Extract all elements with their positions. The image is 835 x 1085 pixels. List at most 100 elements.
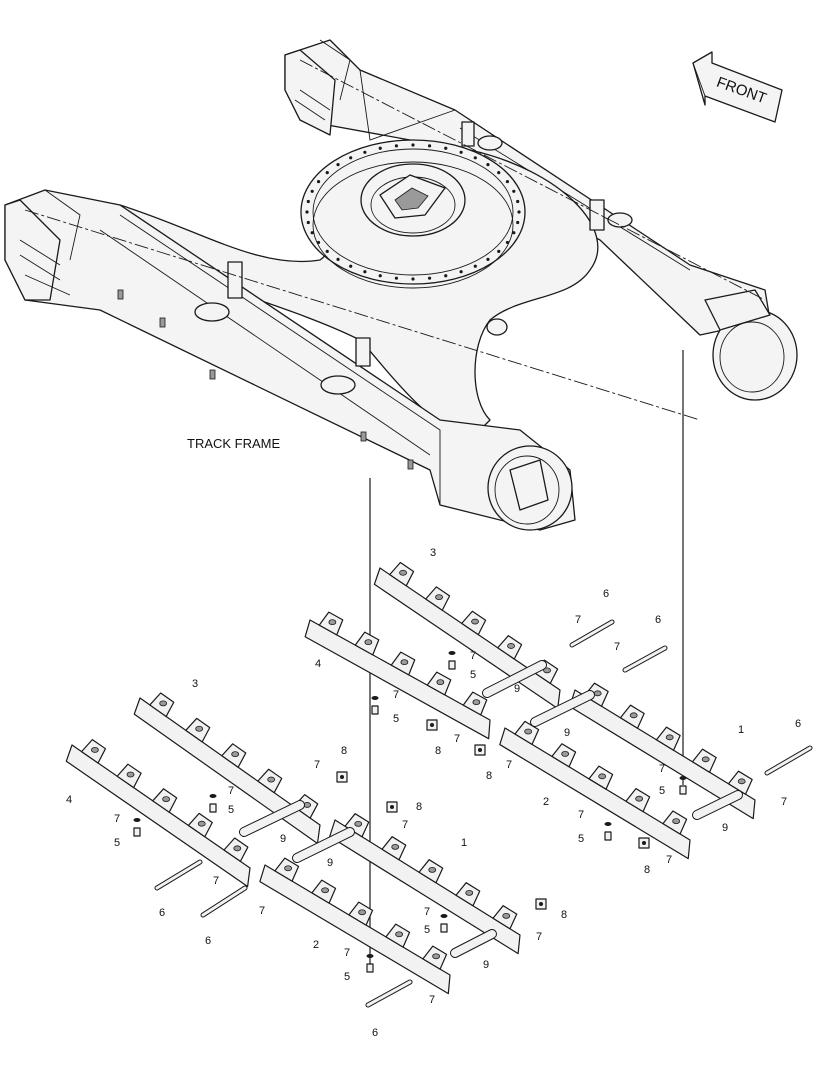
guard-2-front-lug-hole bbox=[395, 931, 403, 938]
bolt-5 bbox=[209, 803, 217, 813]
callout-5: 5 bbox=[578, 833, 584, 845]
callout-7: 7 bbox=[344, 947, 350, 959]
callout-9: 9 bbox=[483, 959, 489, 971]
guard-3-rear-lug-hole bbox=[471, 618, 479, 625]
bearing-bolt-hole bbox=[336, 257, 340, 261]
callout-8: 8 bbox=[644, 864, 650, 876]
callout-3: 3 bbox=[430, 547, 436, 559]
plate-8-hole bbox=[430, 723, 434, 727]
guard-2-front bbox=[259, 857, 451, 995]
guard-2-rear-lug-hole bbox=[524, 728, 533, 735]
guard-2-rear-lug-hole bbox=[635, 795, 644, 802]
callout-6: 6 bbox=[603, 588, 609, 600]
callout-6: 6 bbox=[159, 907, 165, 919]
guard-3-rear-lug-hole bbox=[399, 569, 407, 576]
bearing-bolt-hole bbox=[310, 231, 314, 235]
bolt-5 bbox=[366, 963, 374, 973]
bolt-5 bbox=[679, 785, 687, 795]
guard-4-front-lug-hole bbox=[126, 771, 135, 778]
callout-7: 7 bbox=[429, 994, 435, 1006]
bearing-bolt-hole bbox=[512, 231, 516, 235]
washer-7 bbox=[209, 794, 217, 798]
plate-8-hole bbox=[390, 805, 394, 809]
bolt-5 bbox=[440, 923, 448, 933]
guard-4-rear-lug-hole bbox=[328, 619, 337, 626]
guard-1-rear-lug-hole bbox=[701, 756, 710, 763]
pin-9-body bbox=[240, 801, 304, 836]
callout-1: 1 bbox=[461, 837, 467, 849]
guard-4-front-lug-hole bbox=[233, 845, 242, 852]
guard-4-rear-lug-hole bbox=[400, 659, 409, 666]
guard-4-front-lug-hole bbox=[197, 820, 206, 827]
guard-4-front bbox=[65, 738, 251, 888]
bearing-bolt-hole bbox=[310, 189, 314, 193]
bearing-bolt-hole bbox=[411, 143, 415, 147]
bearing-bolt-hole bbox=[316, 240, 321, 245]
callout-7: 7 bbox=[259, 905, 265, 917]
callout-5: 5 bbox=[424, 924, 430, 936]
callout-7: 7 bbox=[578, 809, 584, 821]
callout-6: 6 bbox=[795, 718, 801, 730]
callout-5: 5 bbox=[228, 804, 234, 816]
bearing-bolt-hole bbox=[306, 199, 310, 204]
bolt-5 bbox=[604, 831, 612, 841]
bearing-bolt-hole bbox=[378, 274, 382, 278]
guard-1-front-lug-hole bbox=[465, 889, 474, 896]
bearing-bolt-hole bbox=[427, 144, 432, 148]
guard-2-rear-lug-hole bbox=[561, 751, 570, 757]
guard-2-rear-lug-hole bbox=[598, 773, 607, 780]
guard-3-rear bbox=[373, 561, 561, 710]
callout-7: 7 bbox=[470, 650, 476, 662]
bearing-bolt-hole bbox=[486, 257, 490, 261]
callout-7: 7 bbox=[213, 875, 219, 887]
guard-2-front-lug-hole bbox=[284, 865, 292, 872]
callout-5: 5 bbox=[344, 971, 350, 983]
guard-1-front-lug-hole bbox=[502, 912, 511, 919]
pin-9-body bbox=[293, 828, 354, 862]
bearing-bolt-hole bbox=[505, 240, 510, 245]
callout-5: 5 bbox=[470, 669, 476, 681]
guard-4-front-lug-hole bbox=[162, 796, 171, 802]
callout-4: 4 bbox=[66, 794, 72, 806]
washer-7 bbox=[440, 914, 448, 918]
callout-7: 7 bbox=[666, 854, 672, 866]
callout-9: 9 bbox=[564, 727, 570, 739]
guard-4-rear-lug-hole bbox=[364, 639, 373, 646]
callout-7: 7 bbox=[454, 733, 460, 745]
guard-2-front-lug-hole bbox=[432, 953, 440, 960]
long-bolt-6-body bbox=[623, 646, 667, 672]
long-bolt-6-body bbox=[155, 860, 202, 890]
callout-7: 7 bbox=[781, 796, 787, 808]
callout-5: 5 bbox=[393, 713, 399, 725]
long-bolt-6-body bbox=[570, 620, 614, 647]
bearing-bolt-hole bbox=[325, 249, 329, 253]
bearing-bolt-hole bbox=[444, 274, 448, 278]
guard-2-rear-lug-hole bbox=[672, 818, 681, 825]
guard-3-rear-lug-hole bbox=[543, 667, 551, 674]
callout-7: 7 bbox=[536, 931, 542, 943]
callout-7: 7 bbox=[659, 763, 665, 775]
bearing-bolt-hole bbox=[363, 270, 367, 274]
long-bolt-6-body bbox=[765, 746, 812, 775]
guard-1-front-lug-hole bbox=[391, 843, 400, 850]
bearing-bolt-hole bbox=[497, 249, 501, 253]
plate-8-hole bbox=[340, 775, 344, 779]
plate-8-hole bbox=[539, 902, 543, 906]
callout-8: 8 bbox=[435, 745, 441, 757]
plate-8-hole bbox=[642, 841, 646, 845]
bearing-bolt-hole bbox=[459, 150, 463, 154]
callout-6: 6 bbox=[655, 614, 661, 626]
guard-3-rear-lug-hole bbox=[507, 643, 515, 649]
guard-4-rear-lug-hole bbox=[436, 679, 445, 686]
bearing-bolt-hole bbox=[349, 156, 353, 160]
bearing-bolt-hole bbox=[394, 144, 399, 148]
bolt-5 bbox=[371, 705, 379, 715]
guard-2-rear bbox=[499, 720, 691, 860]
callout-7: 7 bbox=[402, 819, 408, 831]
guard-3-rear-lug-hole bbox=[435, 594, 443, 601]
bearing-bolt-hole bbox=[349, 264, 353, 268]
callout-8: 8 bbox=[486, 770, 492, 782]
washer-7 bbox=[133, 818, 141, 822]
callout-8: 8 bbox=[561, 909, 567, 921]
guard-1-front-lug-hole bbox=[354, 820, 363, 827]
